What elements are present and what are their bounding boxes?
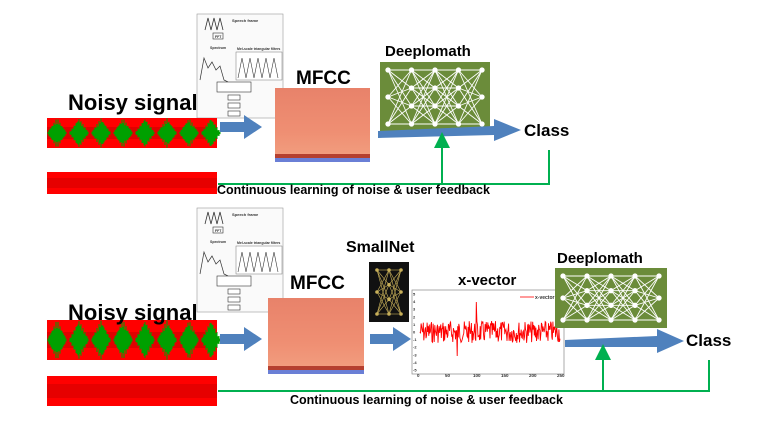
bottom-smallnet-network — [369, 262, 409, 322]
top-noisy-waveform — [47, 118, 221, 148]
top-mfcc-label: MFCC — [296, 68, 351, 89]
bottom-xvector-label: x-vector — [458, 272, 517, 289]
xvector-y-tick: 2 — [413, 314, 416, 319]
xvector-y-tick: -2 — [413, 345, 417, 350]
xvector-y-tick: 1 — [413, 322, 416, 327]
speech-burst — [47, 322, 67, 358]
top-feedback-label: Continuous learning of noise & user feed… — [217, 183, 490, 197]
thumb-fft-label: FFT — [215, 229, 222, 233]
xvector-y-tick: 3 — [413, 307, 416, 312]
speech-burst — [47, 119, 67, 147]
xvector-y-tick: -3 — [413, 352, 417, 357]
top-class-label: Class — [524, 121, 569, 140]
thumb-mel-filters-label: Mel-scale triangular filters — [237, 47, 280, 51]
speech-burst — [69, 321, 89, 359]
bottom-deeplomath-label: Deeplomath — [557, 250, 643, 267]
bottom-smallnet-label: SmallNet — [346, 239, 415, 256]
thumb-mel-filters-label: Mel-scale triangular filters — [237, 241, 280, 245]
xvector-x-tick: 250 — [557, 373, 565, 378]
xvector-x-tick: 100 — [473, 373, 481, 378]
thumb-fft-label: FFT — [215, 35, 222, 39]
xvector-x-tick: 50 — [445, 373, 451, 378]
xvector-x-tick: 150 — [501, 373, 509, 378]
speech-burst — [201, 120, 221, 146]
speech-burst — [157, 320, 177, 360]
bottom-deeplomath-network — [555, 268, 667, 328]
speech-burst — [135, 119, 155, 147]
xvector-y-tick: -5 — [413, 368, 417, 373]
speech-burst — [91, 118, 111, 148]
top-arrow-to-mfcc — [220, 115, 262, 139]
speech-burst — [91, 320, 111, 360]
top-mfcc-spectrogram — [275, 88, 370, 162]
bottom-arrow-to-xvector — [370, 327, 411, 351]
xvector-series-line — [419, 301, 561, 357]
speech-burst — [157, 118, 177, 148]
xvector-plot: 0 50 100 150 200 250 5 4 3 2 1 0 -1 -2 -3 -4 -5 x-vector — [411, 289, 565, 378]
bottom-noise-waveform — [47, 376, 217, 406]
xvector-y-tick: -4 — [413, 360, 417, 365]
bottom-arrow-to-class — [565, 329, 684, 353]
thumb-spectrum-label: Spectrum — [210, 46, 226, 50]
top-noisy-signal-label: Noisy signal — [68, 90, 198, 115]
speech-burst — [179, 322, 199, 358]
bottom-noisy-waveform — [47, 320, 221, 360]
speech-burst — [201, 322, 221, 358]
speech-burst — [179, 119, 199, 147]
thumb-speech-frame-label: Speech frame — [232, 212, 259, 217]
xvector-x-tick: 0 — [417, 373, 420, 378]
xvector-legend: x-vector — [535, 295, 555, 301]
bottom-pipeline-thumbnail: Speech frame FFT Spectrum Mel-scale tria… — [196, 207, 284, 313]
top-arrow-to-class — [378, 119, 521, 141]
thumb-spectrum-label: Spectrum — [210, 240, 226, 244]
bottom-arrow-to-mfcc — [220, 327, 262, 351]
xvector-y-tick: 0 — [413, 330, 416, 335]
bottom-class-label: Class — [686, 331, 731, 350]
xvector-y-tick: -1 — [413, 337, 417, 342]
speech-burst — [135, 321, 155, 359]
top-deeplomath-label: Deeplomath — [385, 43, 471, 60]
bottom-mfcc-spectrogram — [268, 298, 364, 374]
bottom-feedback-loop — [218, 344, 710, 392]
top-noise-waveform — [47, 172, 217, 194]
top-pipeline-thumbnail: Speech frame FFT Spectrum Mel-scale tria… — [196, 13, 284, 119]
speech-burst — [113, 322, 133, 358]
xvector-y-tick: 4 — [413, 299, 416, 304]
top-deeplomath-network — [380, 62, 490, 132]
xvector-x-tick: 200 — [529, 373, 537, 378]
bottom-feedback-label: Continuous learning of noise & user feed… — [290, 393, 563, 407]
bottom-noisy-signal-label: Noisy signal — [68, 300, 198, 325]
top-feedback-loop — [218, 132, 550, 185]
xvector-y-tick: 5 — [413, 292, 416, 297]
speech-burst — [69, 118, 89, 148]
thumb-speech-frame-label: Speech frame — [232, 18, 259, 23]
speech-burst — [113, 119, 133, 147]
bottom-mfcc-label: MFCC — [290, 273, 345, 294]
